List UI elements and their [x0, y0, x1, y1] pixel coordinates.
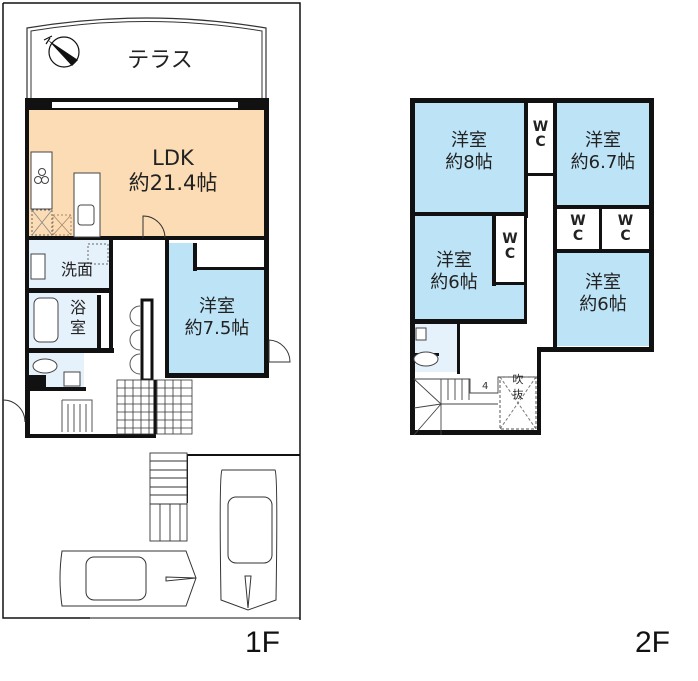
void-label: 吹 抜 [503, 373, 533, 403]
closet-line2: C [535, 133, 546, 150]
closet-line1: W [617, 213, 634, 229]
bathroom-line2: 室 [69, 318, 86, 337]
room-name: 洋室 [585, 130, 621, 151]
closet-line1: W [570, 213, 586, 229]
walk-in-closet-2: W C [496, 232, 524, 261]
room-name: 洋室 [199, 296, 235, 317]
stair-step-number: 4 [482, 381, 488, 392]
ldk-room: LDK 約21.4帖 [118, 146, 228, 196]
floor-label-2f: 2F [635, 626, 671, 659]
room-size: 約8帖 [445, 151, 493, 173]
western-room-7-5: 洋室 約7.5帖 [170, 296, 264, 339]
bathroom-label: 浴 室 [63, 298, 93, 338]
closet-line2: C [620, 227, 631, 244]
closet-line1: W [502, 231, 518, 247]
ldk-size: 約21.4帖 [128, 171, 218, 196]
washroom-label: 洗面 [60, 260, 93, 279]
room-size: 約6帖 [430, 271, 478, 293]
car-icon [59, 550, 197, 607]
room-size: 約6帖 [579, 293, 627, 315]
closet-line2: C [572, 227, 584, 244]
walk-in-closet-3: W C [557, 214, 599, 243]
north-arrow-icon [43, 35, 80, 68]
western-room-8: 洋室 約8帖 [414, 130, 524, 173]
bathroom-line1: 浴 [69, 298, 86, 317]
void-line1: 吹 [512, 373, 524, 386]
western-room-6-7: 洋室 約6.7帖 [557, 130, 649, 173]
western-room-6-right: 洋室 約6帖 [557, 272, 649, 315]
closet-line2: C [504, 245, 516, 262]
ldk-name: LDK [152, 146, 194, 170]
room-name: 洋室 [585, 272, 621, 293]
room-name: 洋室 [436, 250, 472, 271]
walk-in-closet-4: W C [602, 214, 649, 243]
room-size: 約7.5帖 [184, 317, 250, 339]
room-name: 洋室 [451, 130, 487, 151]
terrace-label: テラス [127, 48, 193, 73]
walk-in-closet-1: W C [528, 120, 553, 149]
floor-label-1f: 1F [245, 626, 281, 659]
closet-line1: W [532, 119, 549, 135]
western-room-6-left: 洋室 約6帖 [414, 250, 494, 293]
car-icon [219, 469, 278, 611]
void-line2: 抜 [512, 387, 524, 401]
room-size: 約6.7帖 [570, 151, 636, 173]
